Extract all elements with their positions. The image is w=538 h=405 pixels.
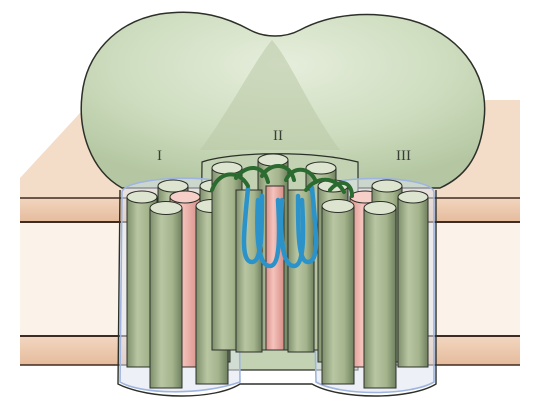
domain-2-helices <box>212 154 336 352</box>
helix <box>364 202 396 389</box>
helix <box>398 191 428 367</box>
domain-label-2: II <box>273 128 283 144</box>
domain-label-1: I <box>157 148 162 164</box>
domain-label-3: III <box>396 148 411 164</box>
helix <box>150 202 182 389</box>
helix <box>322 200 354 385</box>
domain-3-helices <box>318 180 428 388</box>
